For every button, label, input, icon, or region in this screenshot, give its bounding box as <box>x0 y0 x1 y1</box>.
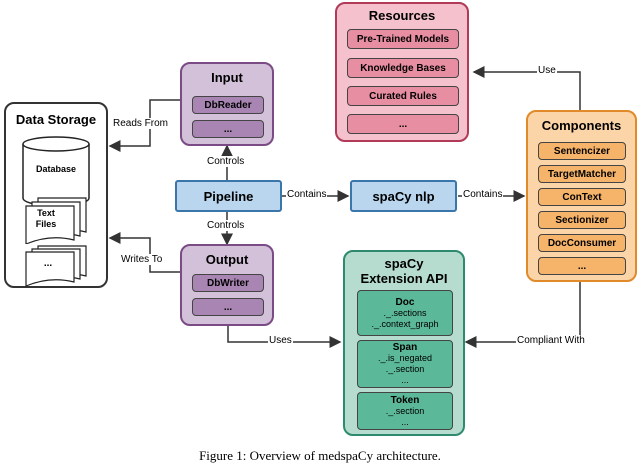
extension-span-line-1: ._.is_negated <box>377 353 433 363</box>
output-box: Output DbWriter ... <box>180 244 274 326</box>
pipeline-title: Pipeline <box>203 189 254 204</box>
components-item-sectionizer: Sectionizer <box>538 211 626 229</box>
edge-label-controls-up: Controls <box>206 156 246 167</box>
pipeline-box: Pipeline <box>175 180 282 212</box>
resources-box: Resources Pre-Trained Models Knowledge B… <box>335 2 469 142</box>
edge-uses <box>227 326 342 348</box>
components-item-targetmatcher: TargetMatcher <box>538 165 626 183</box>
extension-api-title: spaCy Extension API <box>360 256 448 286</box>
input-box: Input DbReader ... <box>180 62 274 146</box>
extension-token-title: Token <box>390 394 420 406</box>
resources-item-pretrained-models: Pre-Trained Models <box>347 29 459 49</box>
input-item-more: ... <box>192 120 264 138</box>
input-item-dbreader: DbReader <box>192 96 264 114</box>
data-storage-box: Data Storage Database Text Files ... <box>4 102 108 288</box>
components-item-context: ConText <box>538 188 626 206</box>
edge-label-reads-from: Reads From <box>112 118 170 129</box>
edge-label-writes-to: Writes To <box>120 254 164 265</box>
resources-item-knowledge-bases: Knowledge Bases <box>347 58 459 78</box>
components-box: Components Sentencizer TargetMatcher Con… <box>526 110 637 282</box>
edge-compliant <box>464 282 581 348</box>
extension-doc-line-2: ._.context_graph <box>371 318 439 329</box>
edge-label-uses: Uses <box>268 335 293 346</box>
extension-span-title: Span <box>392 342 418 353</box>
edge-label-controls-down: Controls <box>206 220 246 231</box>
database-label: Database <box>35 164 77 174</box>
edge-label-contains-2: Contains <box>462 189 504 200</box>
extension-token-line-2: ... <box>401 416 409 427</box>
more-files-label: ... <box>43 258 53 269</box>
extension-token-item: Token ._.section ... <box>357 392 453 430</box>
text-files-icon <box>25 197 87 244</box>
data-storage-title: Data Storage <box>15 112 97 127</box>
edge-label-use: Use <box>537 65 557 76</box>
resources-item-more: ... <box>347 114 459 134</box>
output-item-more: ... <box>192 298 264 316</box>
spacy-nlp-box: spaCy nlp <box>350 180 457 212</box>
extension-span-line-2: ._.section <box>385 364 425 374</box>
edge-label-contains-1: Contains <box>286 189 328 200</box>
spacy-nlp-title: spaCy nlp <box>372 189 435 204</box>
text-files-label: Text Files <box>35 208 57 229</box>
figure-caption: Figure 1: Overview of medspaCy architect… <box>199 448 441 463</box>
resources-title: Resources <box>368 8 436 23</box>
components-item-more: ... <box>538 257 626 275</box>
extension-span-line-3: ... <box>401 375 409 385</box>
extension-token-line-1: ._.section <box>385 405 425 416</box>
extension-doc-item: Doc ._.sections ._.context_graph <box>357 290 453 336</box>
output-item-dbwriter: DbWriter <box>192 274 264 292</box>
components-title: Components <box>541 118 622 133</box>
extension-span-item: Span ._.is_negated ._.section ... <box>357 340 453 388</box>
more-files-icon <box>25 245 87 287</box>
extension-doc-line-1: ._.sections <box>383 307 427 318</box>
edge-label-compliant-with: Compliant With <box>516 335 586 346</box>
components-item-sentencizer: Sentencizer <box>538 142 626 160</box>
extension-doc-title: Doc <box>395 296 415 308</box>
resources-item-curated-rules: Curated Rules <box>347 86 459 106</box>
output-title: Output <box>205 252 249 267</box>
extension-api-box: spaCy Extension API Doc ._.sections ._.c… <box>343 250 465 436</box>
input-title: Input <box>211 70 243 85</box>
components-item-docconsumer: DocConsumer <box>538 234 626 252</box>
edge-use <box>472 66 581 110</box>
